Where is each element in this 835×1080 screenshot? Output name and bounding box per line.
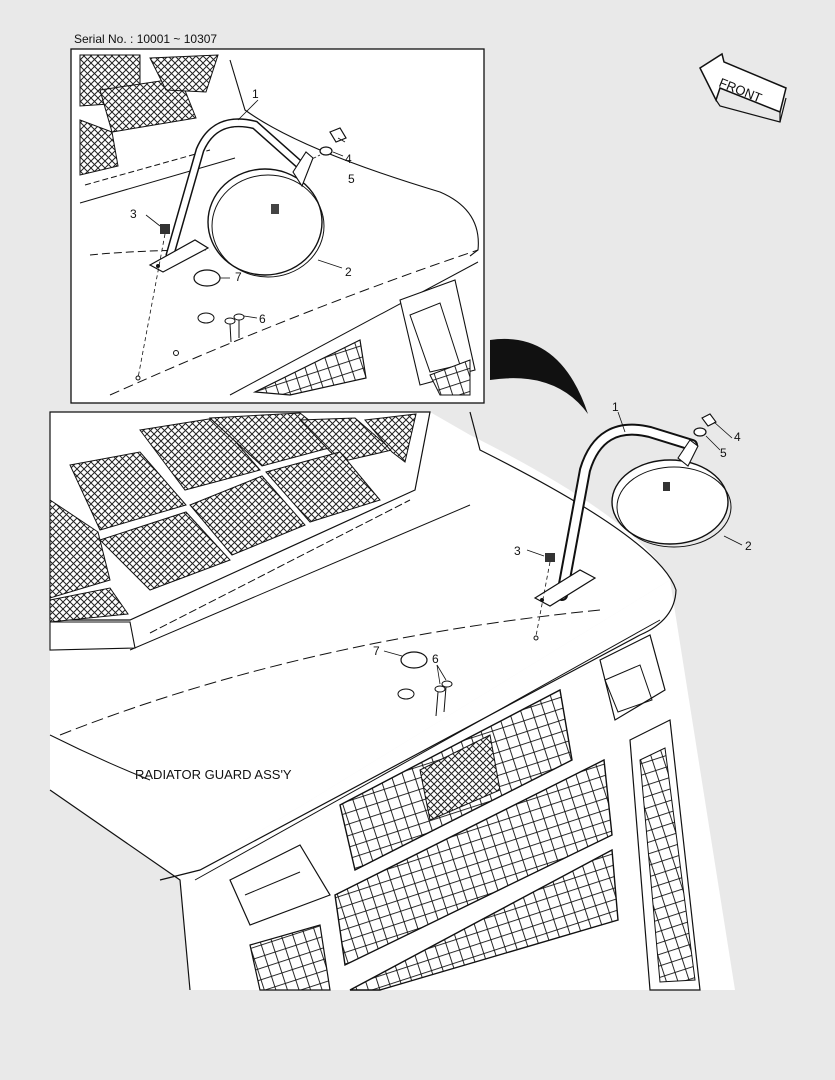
callout-6-main: 6 xyxy=(432,652,439,666)
serial-number: Serial No. : 10001 ~ 10307 xyxy=(74,32,217,46)
callout-3-main: 3 xyxy=(514,544,521,558)
callout-2-inset: 2 xyxy=(345,265,352,279)
callout-4-main: 4 xyxy=(734,430,741,444)
callout-7-inset: 7 xyxy=(235,270,242,284)
callout-5-main: 5 xyxy=(720,446,727,460)
callout-4-inset: 4 xyxy=(345,152,352,166)
detail-inset: 1 2 3 4 5 6 7 xyxy=(70,48,485,404)
main-view: 1 2 3 4 5 6 7 RADIATOR GUARD ASS'Y xyxy=(49,400,752,991)
callout-1-main: 1 xyxy=(612,400,619,414)
assembly-label: RADIATOR GUARD ASS'Y xyxy=(135,767,292,782)
callout-1-inset: 1 xyxy=(252,87,259,101)
callout-3-inset: 3 xyxy=(130,207,137,221)
callout-5-inset: 5 xyxy=(348,172,355,186)
callout-6-inset: 6 xyxy=(259,312,266,326)
callout-2-main: 2 xyxy=(745,539,752,553)
pointer-arrow-icon xyxy=(490,338,588,414)
callout-7-main: 7 xyxy=(373,644,380,658)
front-arrow-icon: FRONT xyxy=(699,52,787,123)
